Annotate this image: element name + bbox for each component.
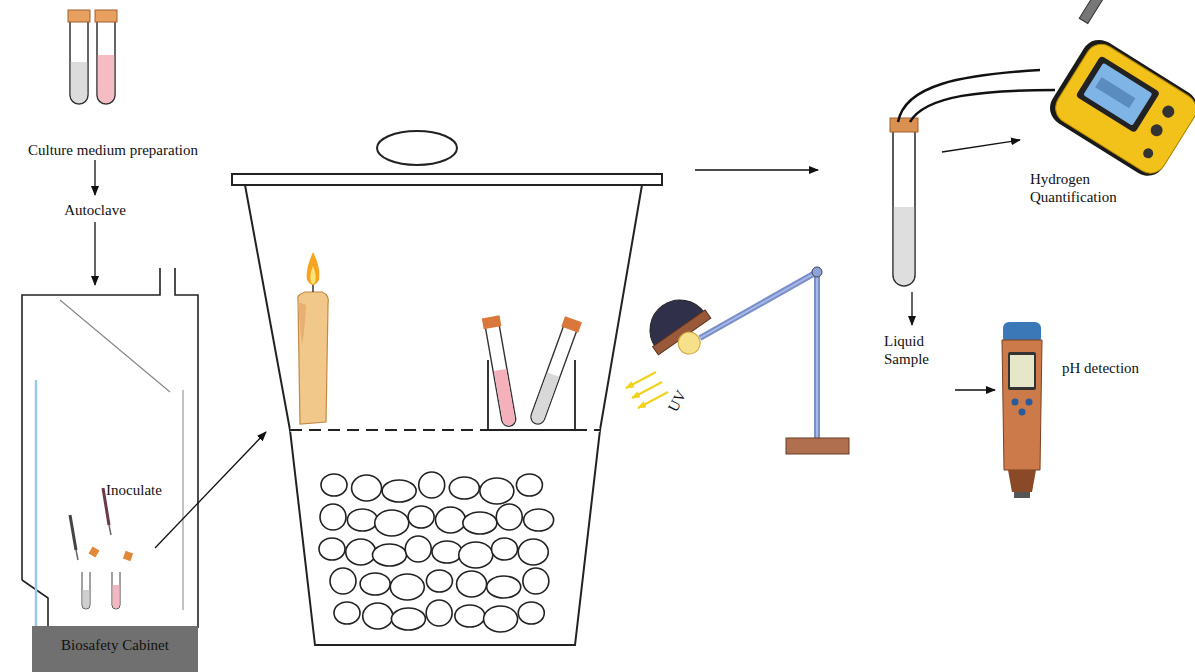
- beaker-with-tubes: [482, 315, 582, 430]
- inoculation-tools: [70, 488, 133, 609]
- flow-arrow: [695, 169, 818, 170]
- flow-arrow: [94, 222, 95, 285]
- medium-tubes: [68, 10, 117, 104]
- step-label: Hydrogen Quantification: [1030, 170, 1142, 206]
- hydrogen-detector: [1026, 0, 1195, 183]
- cabinet-label: Biosafety Cabinet: [34, 636, 196, 654]
- biosafety-cabinet-box: InoculateBiosafety Cabinet: [22, 268, 198, 672]
- flow-arrow: [911, 292, 912, 325]
- candle-jar: [232, 131, 662, 645]
- step-label: pH detection: [1062, 359, 1172, 377]
- step-label: Autoclave: [45, 201, 145, 219]
- action-label: Inoculate: [84, 481, 184, 499]
- biosafety-cabinet: [22, 268, 198, 628]
- sample-tube: [890, 118, 918, 286]
- gas-cable: [898, 70, 1040, 122]
- cabinet-base: [32, 626, 198, 672]
- pebbles: [319, 472, 554, 632]
- step-label: Culture medium preparation: [8, 141, 218, 159]
- step-label: Liquid Sample: [884, 332, 946, 368]
- flow-arrow: [94, 160, 95, 195]
- uv-label: UV: [662, 384, 692, 419]
- ph-meter: [1002, 322, 1042, 498]
- uv-lamp: [626, 267, 849, 454]
- flow-arrow: [155, 432, 266, 548]
- flow-arrow: [942, 140, 1020, 152]
- candle: [298, 252, 329, 424]
- flow-arrow: [955, 389, 995, 390]
- gas-cable: [910, 90, 1055, 122]
